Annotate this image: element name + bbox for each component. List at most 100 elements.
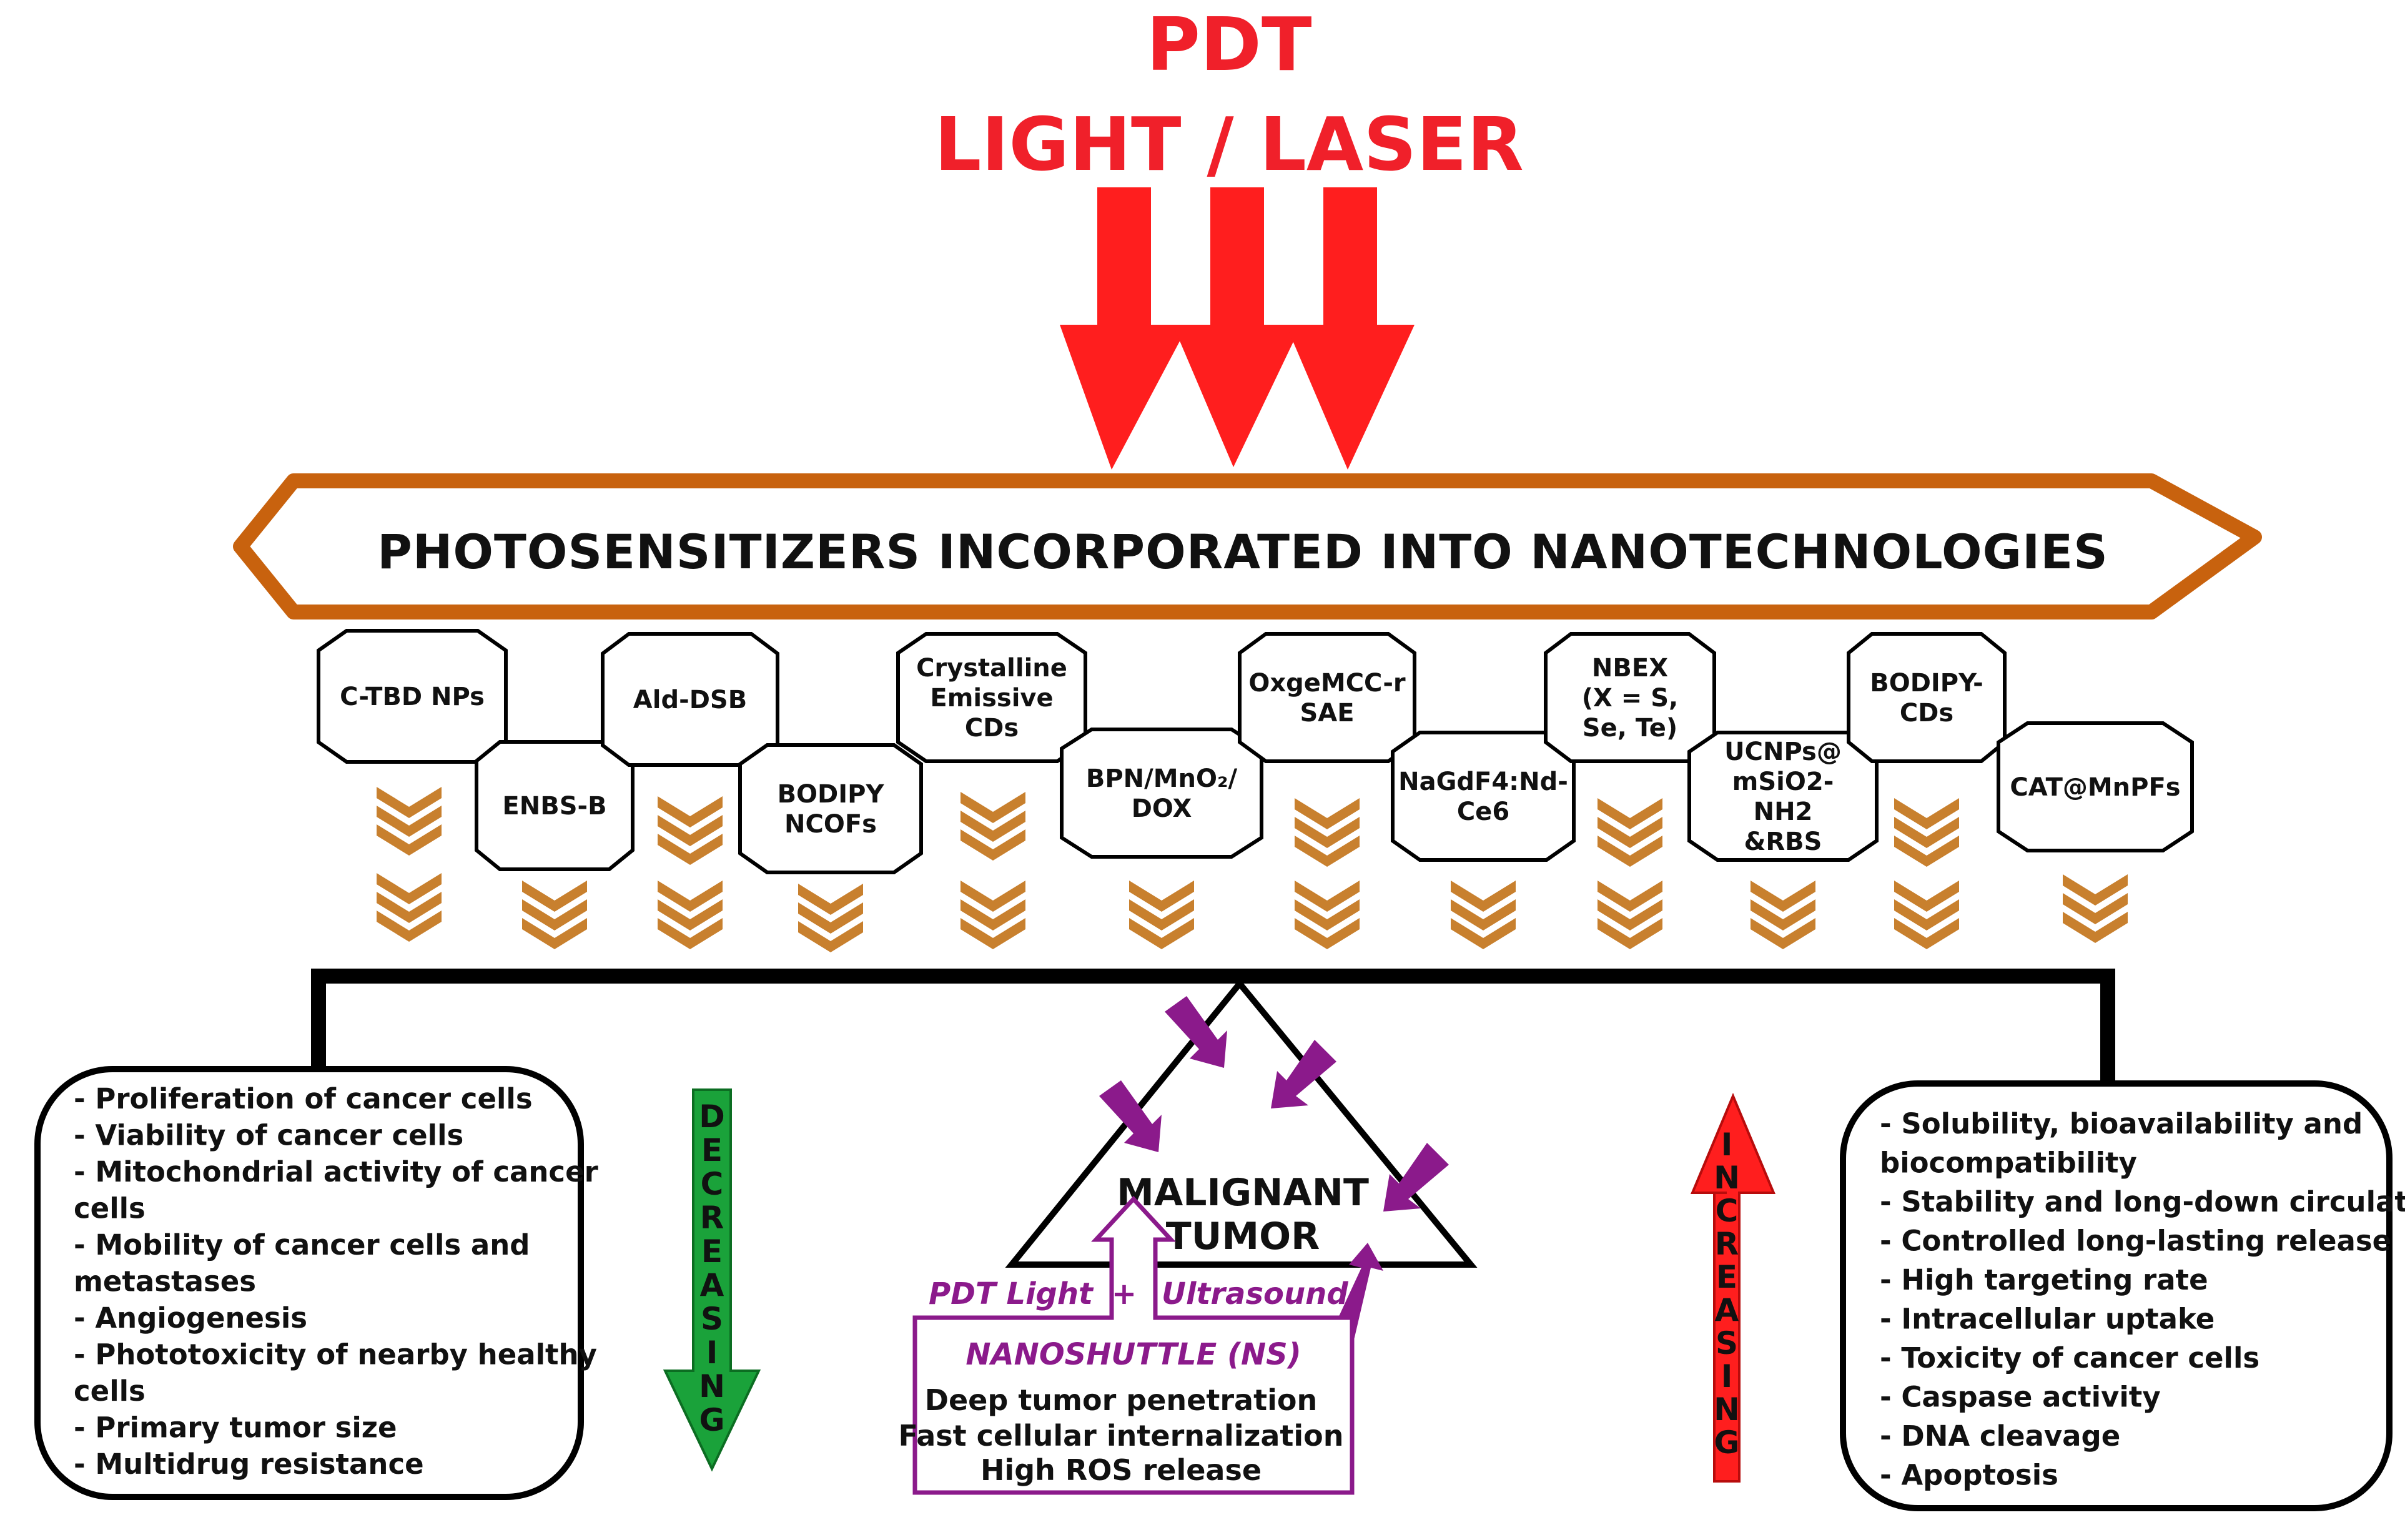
pdt-light-label: PDT Light <box>929 1276 1094 1311</box>
node-label: BPN/MnO₂/ <box>1086 764 1238 793</box>
increasing-list-item: - Caspase activity <box>1880 1381 2161 1414</box>
red-up-arrow <box>1690 1092 1776 1483</box>
increasing-list-item: - Apoptosis <box>1880 1459 2058 1492</box>
chevron-arrow <box>658 881 723 949</box>
node-octagon <box>896 632 1087 763</box>
light-arrows <box>1060 187 1415 470</box>
purple-arrow-4 <box>1383 1143 1449 1212</box>
node-label: DOX <box>1132 794 1192 823</box>
node-label: Ce6 <box>1457 797 1509 826</box>
node-octagon <box>1391 731 1576 862</box>
nanosystem-node: C-TBD NPs <box>317 629 508 764</box>
increasing-letter: N <box>1714 1160 1740 1196</box>
decreasing-letter: S <box>701 1301 723 1337</box>
node-label: ENBS-B <box>502 792 606 821</box>
increasing-list-item: - Controlled long-lasting release <box>1880 1225 2391 1258</box>
nanoshuttle-line-1: Deep tumor penetration <box>925 1383 1317 1417</box>
chevron-arrow <box>961 792 1025 861</box>
decreasing-list-item: - Mobility of cancer cells and <box>74 1228 530 1261</box>
diagram-title: PDT <box>1147 1 1312 87</box>
decreasing-effects-box: - Proliferation of cancer cells - Viabili… <box>34 1066 599 1500</box>
increasing-list-item: - High targeting rate <box>1880 1263 2208 1296</box>
chevron-arrow <box>1295 798 1360 867</box>
node-label: CDs <box>965 714 1019 743</box>
light-arrow-2 <box>1173 187 1301 467</box>
node-label: NaGdF4:Nd- <box>1398 768 1568 796</box>
chevron-arrow <box>961 881 1025 949</box>
increasing-list-item: - Toxicity of cancer cells <box>1880 1341 2259 1375</box>
chevron-arrow <box>658 796 723 865</box>
increasing-letter: R <box>1715 1226 1739 1262</box>
banner-label: PHOTOSENSITIZERS INCORPORATED INTO NANOT… <box>377 524 2108 580</box>
chevron-arrow <box>1129 881 1194 949</box>
increasing-letter: S <box>1716 1325 1738 1361</box>
diagram-subtitle: LIGHT / LASER <box>934 101 1523 187</box>
decreasing-letter: I <box>706 1335 718 1371</box>
chevron-arrow <box>2063 874 2128 943</box>
purple-arrow-1 <box>1165 996 1227 1068</box>
decreasing-list-item: cells <box>74 1375 146 1408</box>
increasing-letter: G <box>1714 1424 1739 1461</box>
decreasing-letter: G <box>699 1402 724 1438</box>
purple-arrow-2 <box>1271 1040 1336 1108</box>
chevron-arrow <box>1894 798 1959 867</box>
increasing-letter: A <box>1715 1292 1739 1328</box>
decreasing-letter: A <box>700 1267 724 1303</box>
increasing-letter: E <box>1716 1259 1737 1295</box>
decreasing-list-item: - Phototoxicity of nearby healthy <box>74 1338 597 1371</box>
node-label: C-TBD NPs <box>340 683 485 711</box>
chevron-arrow <box>1894 881 1959 949</box>
decreasing-list-item: - Viability of cancer cells <box>74 1119 463 1152</box>
chevron-arrow <box>1295 881 1360 949</box>
nanoshuttle-line-3: High ROS release <box>980 1453 1262 1487</box>
nanosystem-node: NBEX(X = S,Se, Te) <box>1544 632 1716 763</box>
nanosystem-node: BODIPY-CDs <box>1847 632 2007 763</box>
increasing-list-item: - DNA cleavage <box>1880 1419 2120 1453</box>
chevron-arrow <box>377 873 442 942</box>
chevron-arrow <box>1598 798 1662 867</box>
light-arrow-3 <box>1286 187 1415 470</box>
bracket-line <box>311 969 2115 1083</box>
tumor-label-line1: MALIGNANT <box>1117 1171 1369 1215</box>
node-label: SAE <box>1300 699 1354 728</box>
increasing-box-frame <box>1840 1080 2393 1511</box>
increasing-letter: C <box>1716 1193 1739 1229</box>
banner-outline <box>233 473 2262 619</box>
nanosystem-nodes: C-TBD NPsENBS-BAld-DSBBODIPYNCOFsCrystal… <box>317 629 2194 874</box>
decreasing-letter: E <box>701 1132 723 1168</box>
decreasing-list-item: - Mitochondrial activity of cancer <box>74 1155 599 1188</box>
increasing-effects-box: - Solubility, bioavailability and biocom… <box>1840 1080 2405 1511</box>
node-label: Se, Te) <box>1583 714 1677 743</box>
increasing-list-item: - Intracellular uptake <box>1880 1303 2215 1336</box>
node-label: BODIPY <box>778 780 885 809</box>
decreasing-letter: R <box>700 1200 724 1236</box>
node-label: UCNPs@ <box>1724 738 1842 766</box>
nanosystem-node: UCNPs@mSiO2-NH2&RBS <box>1687 731 1879 862</box>
node-octagon <box>1997 721 2194 852</box>
decreasing-list-item: metastases <box>74 1265 256 1298</box>
node-label: CDs <box>1900 699 1953 728</box>
decreasing-box-frame <box>34 1066 584 1500</box>
node-label: Crystalline <box>916 654 1067 683</box>
nanosystem-node: NaGdF4:Nd-Ce6 <box>1391 731 1576 862</box>
increasing-letter: I <box>1721 1358 1733 1394</box>
plus-sign: + <box>1112 1276 1137 1311</box>
decreasing-list-item: - Angiogenesis <box>74 1301 307 1335</box>
node-octagon <box>1847 632 2007 763</box>
decreasing-letter: C <box>701 1166 724 1202</box>
chevron-arrow <box>1598 881 1662 949</box>
node-label: Ald-DSB <box>633 686 747 714</box>
node-label: &RBS <box>1744 827 1822 856</box>
chevron-arrow <box>522 881 587 949</box>
node-label: NH2 <box>1754 797 1813 826</box>
node-octagon <box>1060 728 1263 859</box>
nanosystem-node: BPN/MnO₂/DOX <box>1060 728 1263 859</box>
decreasing-list-item: - Proliferation of cancer cells <box>74 1082 533 1115</box>
chevron-arrow <box>1751 881 1815 949</box>
